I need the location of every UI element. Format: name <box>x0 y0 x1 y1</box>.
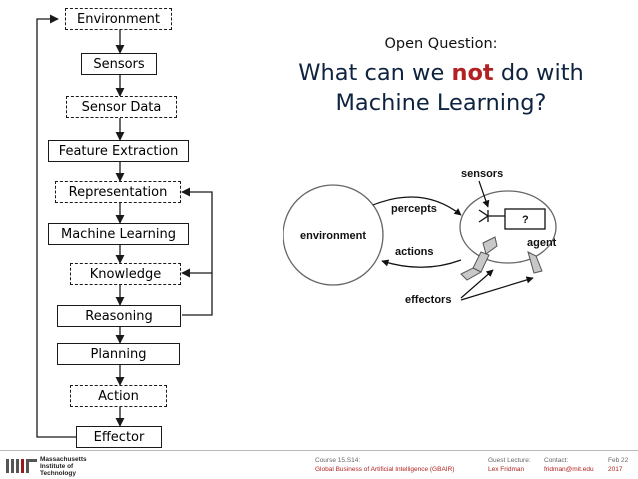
pipeline-box-environment: Environment <box>65 8 172 30</box>
environment-circle <box>283 184 384 286</box>
logo-line-1: Massachusetts <box>40 456 87 463</box>
agent-label: agent <box>527 237 557 249</box>
pipeline-box-sensor-data: Sensor Data <box>66 96 177 118</box>
sensor-symbol <box>478 209 505 223</box>
question-suffix: do with <box>493 60 584 86</box>
question-emphasis: not <box>451 60 494 86</box>
effectors-pointer-2 <box>460 276 534 301</box>
agent-environment-diagram: environment percepts actions sensors ? a… <box>283 168 557 306</box>
footer-course-value: Global Business of Artificial Intelligen… <box>315 466 455 473</box>
logo-line-2: Institute of <box>40 463 74 470</box>
logo-line-3: Technology <box>40 470 76 477</box>
mit-logo-text: Massachusetts Institute of Technology <box>40 456 87 477</box>
agent-unknown-box <box>504 208 546 230</box>
footer-contact-label: Contact: <box>544 457 569 464</box>
effectors-label: effectors <box>405 294 451 306</box>
sensors-label: sensors <box>461 168 503 180</box>
footer-course-label: Course 15.S14: <box>315 457 361 464</box>
open-question: Open Question: What can we not do with M… <box>278 36 604 118</box>
question-prefix: What can we <box>298 60 452 86</box>
actions-label: actions <box>395 246 434 258</box>
feedback-loop-reasoning <box>181 187 213 316</box>
pipeline-box-feature-extraction: Feature Extraction <box>48 140 189 162</box>
footer-divider <box>0 450 638 451</box>
sensors-pointer <box>478 180 490 208</box>
percepts-arrow <box>372 196 462 216</box>
footer-lecturer-label: Guest Lecture: <box>488 457 531 464</box>
pipeline-box-planning: Planning <box>57 343 180 365</box>
effectors-pointer-1 <box>460 269 494 299</box>
footer-lecturer: Guest Lecture: Lex Fridman <box>488 456 531 474</box>
pipeline-connectors <box>36 14 213 438</box>
percepts-label: percepts <box>391 203 437 215</box>
feedback-loop-environment <box>36 14 76 438</box>
actions-arrow <box>381 259 462 268</box>
question-line2: Machine Learning? <box>335 90 547 116</box>
pipeline-box-reasoning: Reasoning <box>57 305 181 327</box>
agent-unknown: ? <box>522 214 529 226</box>
effector-legs <box>460 236 543 281</box>
pipeline-box-sensors: Sensors <box>81 53 157 75</box>
footer-contact-value: fridman@mit.edu <box>544 466 594 473</box>
footer-date: Feb 22 2017 <box>608 456 628 474</box>
mit-logo <box>6 459 37 473</box>
environment-label: environment <box>300 230 366 242</box>
pipeline-box-effector: Effector <box>76 426 162 448</box>
footer-lecturer-value: Lex Fridman <box>488 466 525 473</box>
question-title: What can we not do with Machine Learning… <box>278 58 604 118</box>
footer-contact: Contact: fridman@mit.edu <box>544 456 594 474</box>
footer-date-value: 2017 <box>608 466 623 473</box>
question-subtitle: Open Question: <box>384 36 498 52</box>
pipeline-box-representation: Representation <box>55 181 181 203</box>
footer-course: Course 15.S14: Global Business of Artifi… <box>315 456 454 474</box>
footer-date-label: Feb 22 <box>608 457 629 464</box>
pipeline-box-machine-learning: Machine Learning <box>48 223 189 245</box>
pipeline-box-knowledge: Knowledge <box>70 263 181 285</box>
pipeline-box-action: Action <box>70 385 167 407</box>
